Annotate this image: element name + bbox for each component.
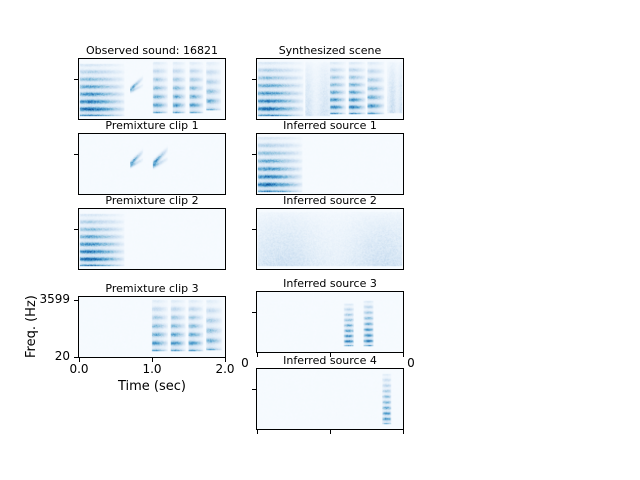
- spectrogram-observed-sound: [79, 59, 225, 119]
- spectrogram-premixture-clip-2: [79, 209, 225, 269]
- xtick-right-mid-2: [403, 353, 404, 357]
- ytick-premixture-clip-2: [74, 229, 78, 230]
- panel-premixture-clip-2: [78, 208, 226, 270]
- panel-inferred-source-2: [256, 208, 404, 270]
- panel-title-inferred-source-4: Inferred source 4: [283, 354, 377, 367]
- xtick-label-0-0: 0.0: [69, 362, 89, 376]
- panel-title-inferred-source-1: Inferred source 1: [283, 119, 377, 132]
- panel-inferred-source-3: [256, 291, 404, 353]
- xtick-right-mid-0: [257, 353, 258, 357]
- ytick-inferred-source-2: [252, 229, 256, 230]
- panel-title-inferred-source-3: Inferred source 3: [283, 277, 377, 290]
- xtick-right-mid-1: [330, 353, 331, 357]
- ytick-premixture-clip-1: [74, 154, 78, 155]
- axis-label-time: Time (sec): [117, 379, 186, 394]
- spectrogram-premixture-clip-3: [79, 297, 225, 357]
- spectrogram-inferred-source-1: [257, 134, 403, 194]
- ytick-premixture-clip-3-bottom: [74, 357, 78, 358]
- spectrogram-premixture-clip-1: [79, 134, 225, 194]
- xtick-right-bottom-2: [403, 430, 404, 434]
- xtick-right-bottom-0: [257, 430, 258, 434]
- xtick-left-1: [152, 358, 153, 362]
- xtick-left-0: [79, 358, 80, 362]
- panel-title-premixture-clip-3: Premixture clip 3: [105, 282, 199, 295]
- ytick-premixture-clip-3-top: [74, 300, 78, 301]
- xtick-label-right-clipped-left: 0: [241, 356, 249, 370]
- panel-title-premixture-clip-1: Premixture clip 1: [105, 119, 199, 132]
- spectrogram-synthesized-scene: [257, 59, 403, 119]
- panel-inferred-source-4: [256, 368, 404, 430]
- ytick-label-20: 20: [54, 349, 70, 363]
- panel-observed-sound: [78, 58, 226, 120]
- ytick-inferred-source-3: [252, 312, 256, 313]
- panel-inferred-source-1: [256, 133, 404, 195]
- panel-synthesized-scene: [256, 58, 404, 120]
- panel-premixture-clip-3: [78, 296, 226, 358]
- ytick-inferred-source-1: [252, 154, 256, 155]
- panel-title-inferred-source-2: Inferred source 2: [283, 194, 377, 207]
- panel-premixture-clip-1: [78, 133, 226, 195]
- xtick-label-2-0: 2.0: [215, 362, 235, 376]
- ytick-label-3599: 3599: [39, 292, 70, 306]
- spectrogram-inferred-source-2: [257, 209, 403, 269]
- ytick-inferred-source-4: [252, 389, 256, 390]
- ytick-synthesized-scene: [252, 79, 256, 80]
- xtick-label-1-0: 1.0: [142, 362, 162, 376]
- xtick-right-bottom-1: [330, 430, 331, 434]
- spectrogram-inferred-source-3: [257, 292, 403, 352]
- panel-title-synthesized-scene: Synthesized scene: [278, 44, 382, 57]
- spectrogram-inferred-source-4: [257, 369, 403, 429]
- panel-title-observed-sound: Observed sound: 16821: [86, 44, 218, 57]
- xtick-left-2: [225, 358, 226, 362]
- panel-title-premixture-clip-2: Premixture clip 2: [105, 194, 199, 207]
- axis-label-freq: Freq. (Hz): [24, 295, 39, 358]
- ytick-observed-sound: [74, 79, 78, 80]
- xtick-label-right-clipped-right: 0: [407, 356, 415, 370]
